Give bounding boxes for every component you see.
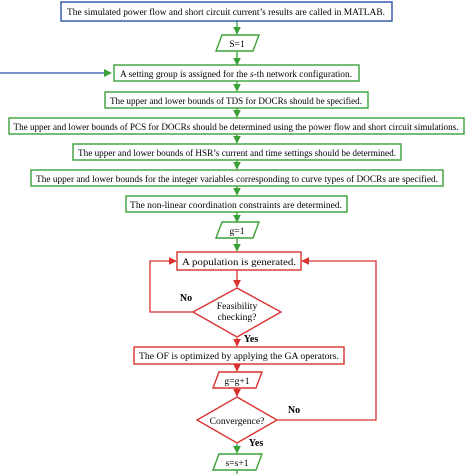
loop-back-arrowhead: [104, 69, 112, 77]
step-init-g-text: g=1: [229, 226, 244, 237]
connector-feasibility-no-loop: [149, 257, 193, 313]
feasibility-no-label: No: [180, 293, 192, 304]
decision-feasibility-shape: [191, 287, 283, 338]
step-curve-bounds-text: The upper and lower bounds for the integ…: [36, 174, 438, 185]
step-init-g-shape: [214, 221, 261, 239]
step-population-text: A population is generated.: [182, 257, 296, 268]
decision-feasibility-line2: checking?: [218, 312, 257, 323]
step-optimize-box: [133, 346, 345, 365]
step-setting-group-box: [113, 64, 360, 82]
step-pcs-bounds-box: [8, 117, 465, 135]
decision-feasibility-line1: Feasibility: [217, 301, 258, 312]
step-increment-s-shape: [211, 453, 264, 471]
connector-convergence-no-loop: [277, 257, 377, 421]
step-init-s-text: S=1: [229, 39, 245, 50]
decision-convergence-shape: [195, 396, 279, 444]
feasibility-yes-label: Yes: [244, 334, 259, 345]
step-increment-s-text: s=s+1: [225, 458, 248, 469]
setting-group-post: -th network configuration.: [254, 69, 352, 80]
decision-convergence-text: Convergence?: [210, 416, 265, 427]
step-tds-bounds-box: [104, 91, 369, 109]
step-load-results-text: The simulated power flow and short circu…: [67, 7, 385, 18]
step-init-s-shape: [214, 34, 261, 52]
step-curve-bounds-box: [30, 169, 444, 187]
step-increment-g-text: g=g+1: [224, 376, 249, 387]
step-constraints-text: The non-linear coordination constraints …: [130, 200, 342, 211]
step-increment-g-shape: [211, 371, 264, 389]
step-hsr-bounds-box: [72, 143, 402, 161]
step-hsr-bounds-text: The upper and lower bounds of HSR’s curr…: [78, 148, 396, 159]
step-constraints-box: [125, 195, 348, 213]
step-pcs-bounds-text: The upper and lower bounds of PCS for DO…: [14, 122, 459, 133]
setting-group-var: s: [250, 69, 254, 80]
step-tds-bounds-text: The upper and lower bounds of TDS for DO…: [110, 96, 362, 107]
convergence-no-label: No: [288, 405, 300, 416]
step-population-box: [176, 251, 302, 271]
step-setting-group-text: A setting group is assigned for the s-th…: [120, 69, 352, 80]
step-load-results-box: [60, 1, 393, 22]
convergence-yes-label: Yes: [249, 438, 264, 449]
setting-group-pre: A setting group is assigned for the: [120, 69, 250, 80]
step-optimize-text: The OF is optimized by applying the GA o…: [139, 351, 339, 362]
